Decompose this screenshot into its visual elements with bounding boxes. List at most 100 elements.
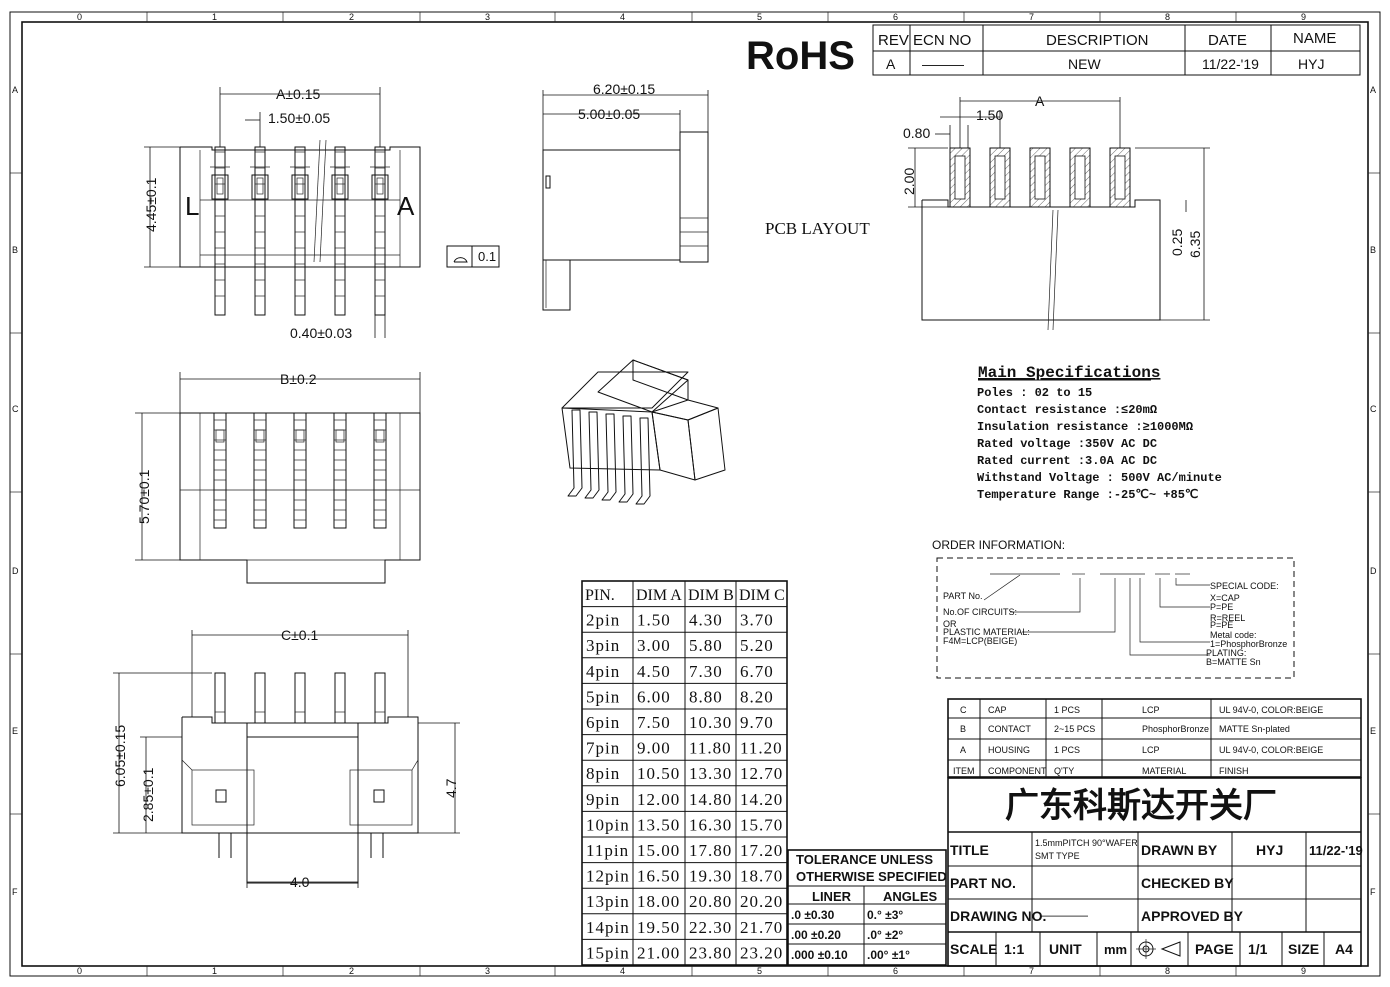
tol-angle-1: 0.° ±3° xyxy=(867,908,903,922)
border-col-label: 9 xyxy=(1301,12,1306,22)
flatness-symbol-icon xyxy=(453,257,468,263)
bom-cell: C xyxy=(960,705,967,715)
pcb-pad-height: 2.00 xyxy=(901,168,917,195)
dim-table-cell: 6pin xyxy=(586,713,620,732)
order-part-no: PART No. xyxy=(943,591,983,601)
order-r-reel: R=REEL xyxy=(1210,613,1245,623)
dim-table-cell: 15.00 xyxy=(637,841,680,860)
dim-table-header: DIM C xyxy=(739,587,785,604)
spec-line: Withstand Voltage : 500V AC/minute xyxy=(977,471,1222,485)
contact-pin xyxy=(374,146,386,316)
size-label: SIZE xyxy=(1288,941,1319,957)
border-col-label: 4 xyxy=(620,12,625,22)
title-block: 广东科斯达开关厂 TITLE 1.5mmPITCH 90°WAFER SMT T… xyxy=(947,777,1363,967)
border-row-label: C xyxy=(12,404,19,414)
dim-table-cell: 6.00 xyxy=(637,687,671,706)
tol-liner-3: .000 ±0.10 xyxy=(791,948,848,962)
order-title: ORDER INFORMATION: xyxy=(932,538,1065,552)
border-col-label: 5 xyxy=(757,966,762,976)
spec-line: Rated voltage :350V AC DC xyxy=(977,437,1157,451)
scale-label: SCALE xyxy=(950,941,997,957)
projection-symbol-icon xyxy=(1136,939,1181,959)
dim-table-cell: 5.20 xyxy=(740,636,774,655)
title-value-line1: 1.5mmPITCH 90°WAFER xyxy=(1035,838,1138,848)
bom-header: ITEM xyxy=(953,766,975,776)
polarity-l-mark: L xyxy=(185,191,199,221)
dim-table-cell: 4.30 xyxy=(689,611,723,630)
contact-pin xyxy=(635,417,651,505)
side-dim2-label: 5.00±0.05 xyxy=(578,106,640,122)
border-col-label: 6 xyxy=(893,966,898,976)
dim-table-cell: 5pin xyxy=(586,687,620,706)
order-p-pe: P=PE xyxy=(1210,602,1233,612)
dim-table-cell: 11.20 xyxy=(740,739,783,758)
border-col-label: 1 xyxy=(212,12,217,22)
contact-pin xyxy=(253,412,267,529)
dim-table-cell: 21.00 xyxy=(637,943,680,962)
order-circuits: No.OF CIRCUITS: xyxy=(943,607,1017,617)
contact-pin xyxy=(254,146,266,316)
bom-cell: A xyxy=(960,745,966,755)
contact-pin xyxy=(254,672,266,724)
dim-table-cell: 22.30 xyxy=(689,918,732,937)
tolerance-title1: TOLERANCE UNLESS xyxy=(796,852,933,867)
front-height-label: 5.70±0.1 xyxy=(136,469,152,524)
contact-pin xyxy=(374,672,386,724)
order-x-cap: X=CAP xyxy=(1210,593,1240,603)
border-row-label: A xyxy=(12,85,18,95)
spec-line: Poles : 02 to 15 xyxy=(977,386,1092,400)
dim-table-header: DIM B xyxy=(688,587,734,604)
border-col-label: 3 xyxy=(485,12,490,22)
flatness-value: 0.1 xyxy=(478,249,496,264)
border-row-label: B xyxy=(1370,245,1376,255)
border-row-label: E xyxy=(12,726,18,736)
specs-title: Main Specifications xyxy=(978,364,1160,382)
revision-table: REV ECN NO DESCRIPTION DATE NAME A ——— N… xyxy=(872,24,1361,76)
border-row-label: C xyxy=(1370,404,1377,414)
border-row-label: E xyxy=(1370,726,1376,736)
bom-cell: 1 PCS xyxy=(1054,705,1080,715)
name-value: HYJ xyxy=(1298,56,1324,72)
tol-liner-1: .0 ±0.30 xyxy=(791,908,835,922)
bom-cell: 2~15 PCS xyxy=(1054,724,1095,734)
dim-table-cell: 17.80 xyxy=(689,841,732,860)
border-row-label: A xyxy=(1370,85,1376,95)
border-ticks xyxy=(10,12,1380,976)
bottom-view: C±0.1 6.05±0.15 2.85±0.1 4.7 4.0 xyxy=(112,627,460,890)
order-metal: Metal code: xyxy=(1210,630,1257,640)
dim-table-cell: 3.70 xyxy=(740,611,774,630)
dim-table-cell: 1.50 xyxy=(637,611,671,630)
drawn-by-label: DRAWN BY xyxy=(1141,842,1218,858)
bom-cell: MATTE Sn-plated xyxy=(1219,724,1290,734)
bom-header: Q'TY xyxy=(1054,766,1074,776)
border-row-label: B xyxy=(12,245,18,255)
dim-table-cell: 8pin xyxy=(586,764,620,783)
dim-table-cell: 4pin xyxy=(586,662,620,681)
contact-pin xyxy=(567,409,583,497)
border-col-label: 5 xyxy=(757,12,762,22)
dim-table-cell: 19.50 xyxy=(637,918,680,937)
dim-table-cell: 11.80 xyxy=(689,739,732,758)
bom-cell: CAP xyxy=(988,705,1007,715)
pitch-label: 1.50±0.05 xyxy=(268,110,330,126)
border-col-label: 4 xyxy=(620,966,625,976)
bom-cell: B xyxy=(960,724,966,734)
pcb-dim-a: A xyxy=(1035,93,1045,109)
spec-line: Temperature Range :-25℃~ +85℃ xyxy=(977,488,1198,502)
tol-liner-2: .00 ±0.20 xyxy=(791,928,841,942)
polarity-a-mark: A xyxy=(397,191,415,221)
order-metal-val: 1=PhosphorBronze xyxy=(1210,639,1287,649)
part-no-label: PART NO. xyxy=(950,875,1016,891)
border-col-label: 3 xyxy=(485,966,490,976)
isometric-view xyxy=(561,359,726,505)
unit-value: mm xyxy=(1104,942,1127,957)
border-col-label: 8 xyxy=(1165,966,1170,976)
main-specifications: Main Specifications Poles : 02 to 15Cont… xyxy=(977,364,1222,502)
dim-table-cell: 7.50 xyxy=(637,713,671,732)
title-label: TITLE xyxy=(950,842,989,858)
date-value: 11/22-'19 xyxy=(1202,56,1259,72)
dim-table-cell: 12pin xyxy=(586,867,630,886)
dim-table-cell: 10.30 xyxy=(689,713,732,732)
pcb-pad-width: 0.80 xyxy=(903,125,930,141)
